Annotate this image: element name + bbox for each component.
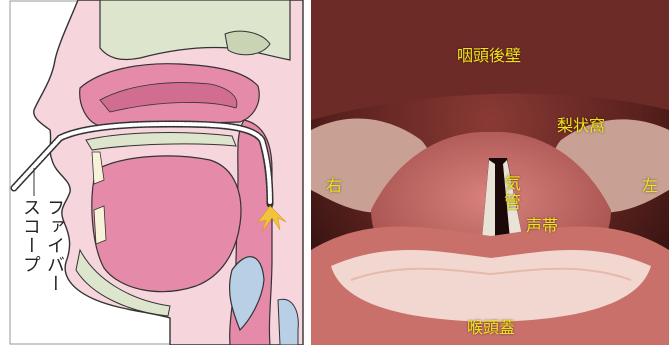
vocal-cords-label: 声帯 (526, 212, 558, 236)
anatomy-illustration: ファイバー スコープ (0, 0, 304, 345)
lower-teeth (94, 206, 106, 244)
tongue (92, 156, 241, 292)
epiglottis-label: 喉頭蓋 (467, 314, 515, 338)
fiberscope-label-line2: スコープ (20, 198, 40, 274)
left-side-label: 左 (642, 172, 658, 196)
right-side-label: 右 (326, 172, 342, 196)
head-cross-section (0, 0, 304, 345)
trachea-label: 気管 (498, 174, 523, 212)
endoscopy-photo: 咽頭後壁 梨状窩 右 左 気管 声帯 喉頭蓋 (311, 0, 669, 345)
posterior-wall-label: 咽頭後壁 (457, 42, 521, 66)
fiberscope-label-line1: ファイバー (44, 198, 64, 293)
piriform-sinus-label: 梨状窩 (557, 112, 605, 136)
